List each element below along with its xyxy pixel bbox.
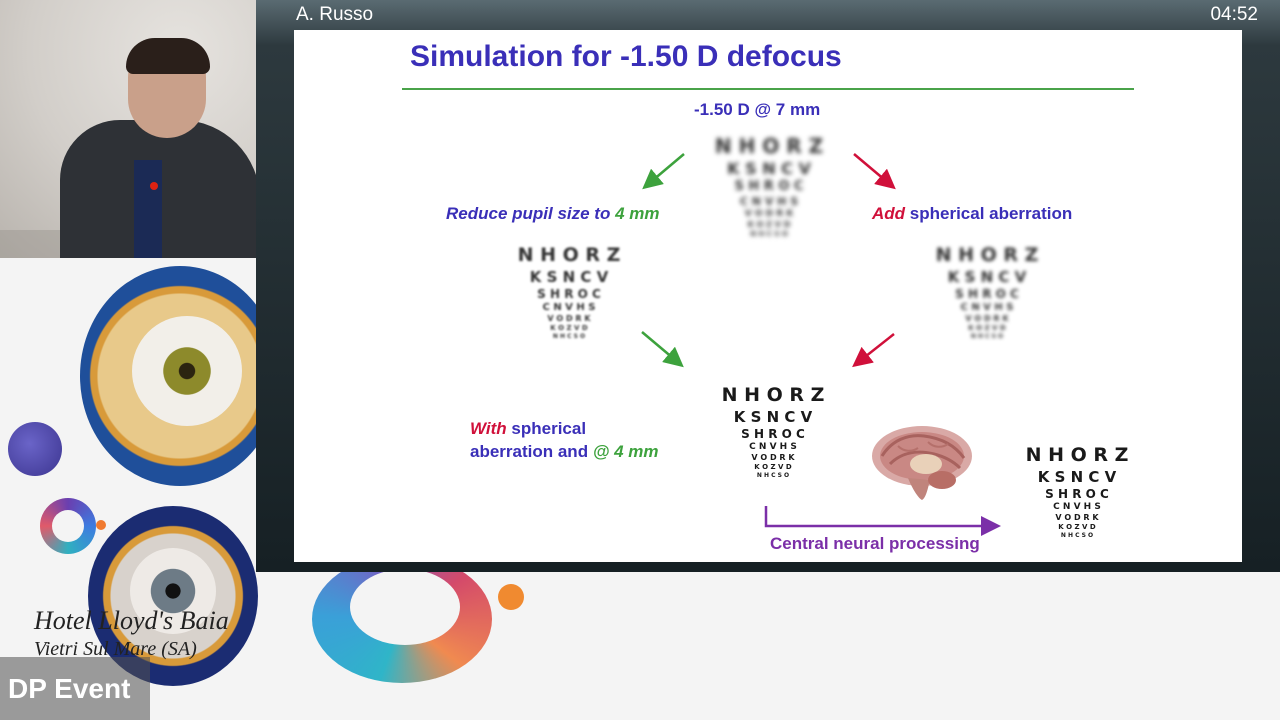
pupil-size-value: 4 mm [615,204,660,223]
eye-chart-row: C N V H S [739,195,799,209]
eye-chart-row: K S N C V [733,407,813,426]
eye-chart-row: N H C S O [552,332,586,340]
purple-dot-decoration [8,422,62,476]
eye-chart-row: V O D R K [965,314,1009,323]
eye-chart-center-sharp: N H O R Z K S N C V S H R O C C N V H S … [698,384,848,479]
with-word: With [470,419,507,438]
eye-chart-row: V O D R K [744,209,794,219]
eye-chart-row: N H C S O [1060,531,1094,539]
eye-chart-row: N H C S O [970,332,1004,340]
title-divider [402,88,1134,90]
orange-dot-decoration [96,520,106,530]
slide-title: Simulation for -1.50 D defocus [410,40,842,73]
dp-event-badge: DP Event [0,657,150,720]
eye-chart-row: K S N C V [529,267,609,286]
eye-chart-row: N H O R Z [721,384,825,406]
eye-chart-row: N H O R Z [935,244,1039,266]
eye-chart-row: S H R O C [1045,486,1109,501]
eye-chart-row: S H R O C [955,286,1019,301]
eye-chart-row: K O Z V D [550,324,588,332]
speaker-tie [134,160,162,258]
aberration-and-text: aberration and [470,441,593,461]
eye-ring-image-top [80,266,280,486]
combined-condition-label: With spherical aberration and @ 4 mm [470,418,659,464]
eye-chart-row: K S N C V [727,159,811,178]
slide-frame: A. Russo 04:52 Simulation for -1.50 D de… [256,0,1280,572]
event-logo-icon [40,498,96,554]
eye-chart-row: C N V H S [960,301,1014,313]
eye-chart-row: N H C S O [756,471,790,479]
diagram-arrows [641,153,1001,536]
add-word: Add [872,204,906,223]
arrow-to-right-chart [853,153,896,190]
eye-chart-row: K O Z V D [1058,522,1096,531]
arrow-left-to-center [641,331,684,368]
eye-chart-row: N H O R Z [714,134,824,158]
eye-icon [130,548,216,634]
eye-chart-row: K S N C V [1037,467,1117,486]
eye-chart-row: K O Z V D [747,220,791,230]
eye-chart-row: S H R O C [537,286,601,301]
reduce-pupil-label: Reduce pupil size to 4 mm [446,204,660,224]
eye-chart-left: N H O R Z K S N C V S H R O C C N V H S … [494,244,644,340]
spherical-word: spherical [506,419,587,438]
eye-chart-row: N H O R Z [1025,444,1129,466]
presenter-name: A. Russo [296,4,374,25]
eye-chart-row: C N V H S [542,301,596,313]
spherical-aberration-text: spherical aberration [905,204,1073,223]
speaker-camera-feed [0,0,256,258]
arrow-right-to-center [852,333,895,368]
speaker-hair [126,38,210,74]
top-condition-label: -1.50 D @ 7 mm [694,100,821,119]
hotel-name: Hotel Lloyd's Baia [34,606,229,635]
event-branding-panel: Hotel Lloyd's Baia Vietri Sul Mare (SA) [0,258,310,720]
eye-chart-row: C N V H S [749,441,797,452]
eye-chart-row: V O D R K [1055,512,1099,522]
large-logo-decoration [312,555,492,683]
eye-ring-image-bottom [88,506,258,686]
eye-chart-right: N H O R Z K S N C V S H R O C C N V H S … [912,244,1062,340]
arrow-to-left-chart [642,153,685,190]
reduce-pupil-text: Reduce pupil size to [446,204,616,223]
eye-chart-row: K S N C V [947,267,1027,286]
combined-label-line-1: With spherical [470,418,659,441]
microphone-icon [150,182,158,190]
arrow-neural-processing [764,506,1001,536]
eye-chart-row: K O Z V D [968,324,1006,332]
eye-chart-neural-result: N H O R Z K S N C V S H R O C C N V H S … [1000,444,1154,539]
presentation-slide: Simulation for -1.50 D defocus -1.50 D @… [294,30,1242,562]
large-orange-dot-decoration [498,584,524,610]
session-timer: 04:52 [1210,4,1258,25]
eye-chart-row: N H O R Z [517,244,621,266]
eye-chart-row: V O D R K [751,452,795,462]
pupil-4mm-value: @ 4 mm [592,441,659,461]
eye-chart-top-blurred: N H O R Z K S N C V S H R O C C N V H S … [694,134,844,239]
eye-chart-row: S H R O C [741,426,805,441]
eye-chart-row: C N V H S [1053,501,1101,512]
add-aberration-label: Add spherical aberration [872,204,1072,224]
eye-icon [132,316,242,426]
hotel-location: Vietri Sul Mare (SA) [34,638,197,660]
eye-chart-row: S H R O C [734,179,804,194]
brain-icon [872,426,972,500]
eye-chart-row: V O D R K [547,314,591,323]
combined-label-line-2: aberration and @ 4 mm [470,441,659,464]
eye-chart-row: K O Z V D [754,462,792,471]
neural-processing-label: Central neural processing [770,534,980,553]
eye-chart-row: N H C S O [750,230,788,239]
